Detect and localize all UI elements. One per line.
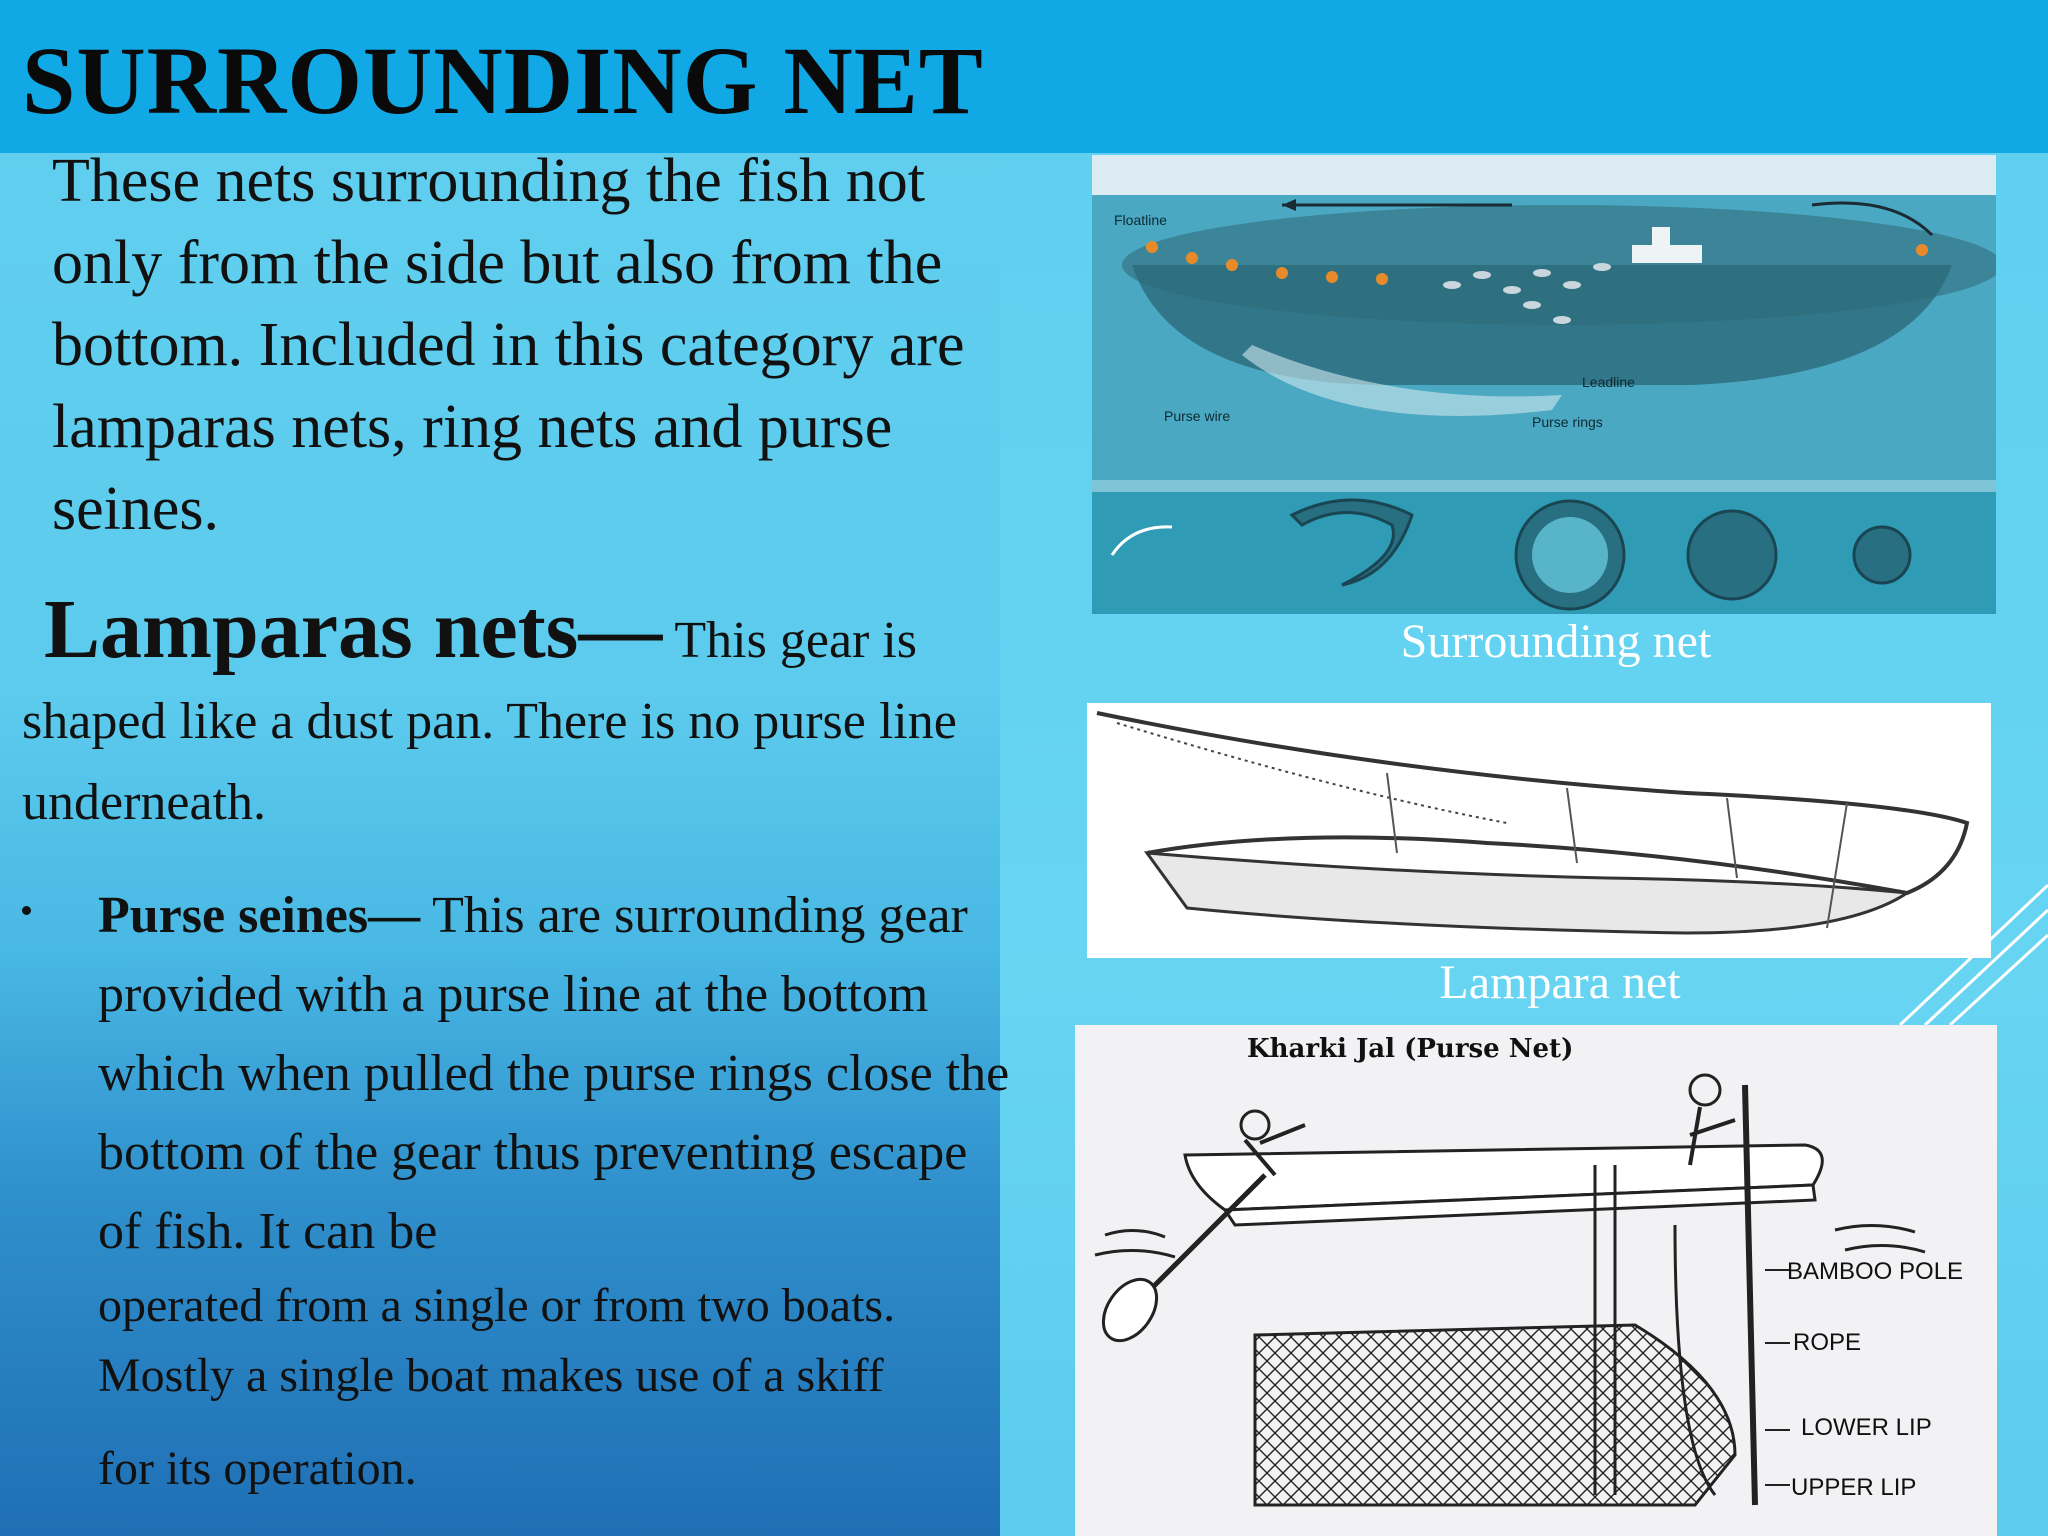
- bamboo-pole-label: BAMBOO POLE: [1787, 1258, 1963, 1285]
- page-title: SURROUNDING NET: [22, 27, 984, 134]
- kharki-jal-figure: Kharki Jal (Purse Net) BAMBOO POLE ROPE …: [1075, 1025, 1997, 1536]
- surrounding-net-caption: Surrounding net: [1400, 615, 1712, 668]
- purse-seines-last: for its operation.: [98, 1442, 417, 1495]
- purse-seines-small: operated from a single or from two boats…: [98, 1279, 896, 1402]
- lampara-net-figure: [1087, 703, 1991, 958]
- purse-seines-heading: Purse seines—: [98, 887, 421, 944]
- floatline-label: Floatline: [1114, 212, 1167, 228]
- lamparas-heading: Lamparas nets—: [44, 583, 663, 676]
- lampara-net-caption: Lampara net: [1439, 956, 1681, 1009]
- lamparas-paragraph: Lamparas nets— This gear is shaped like …: [22, 588, 1022, 843]
- lower-lip-label: LOWER LIP: [1801, 1414, 1932, 1441]
- upper-lip-label: UPPER LIP: [1791, 1474, 1916, 1501]
- decorative-lines: [1898, 883, 2048, 1025]
- intro-paragraph: These nets surrounding the fish not only…: [52, 147, 965, 543]
- surrounding-net-figure: Floatline Leadline Purse wire Purse ring…: [1092, 155, 1996, 614]
- purse-wire-label: Purse wire: [1164, 408, 1230, 424]
- kharki-title: Kharki Jal (Purse Net): [1247, 1034, 1573, 1064]
- title-bar: SURROUNDING NET: [0, 0, 2048, 153]
- rope-label: ROPE: [1793, 1329, 1861, 1356]
- bullet-icon: [22, 906, 31, 915]
- purse-rings-label: Purse rings: [1532, 414, 1603, 430]
- purse-seines-bullet: Purse seines— This are surrounding gear …: [22, 876, 1012, 1508]
- lamparas-text-start: This gear is: [662, 612, 918, 669]
- purse-seines-text: Purse seines— This are surrounding gear …: [98, 876, 1012, 1508]
- purse-seines-main: This are surrounding gear provided with …: [98, 887, 1010, 1260]
- lamparas-text-rest: shaped like a dust pan. There is no purs…: [22, 693, 957, 831]
- leadline-label: Leadline: [1582, 374, 1635, 390]
